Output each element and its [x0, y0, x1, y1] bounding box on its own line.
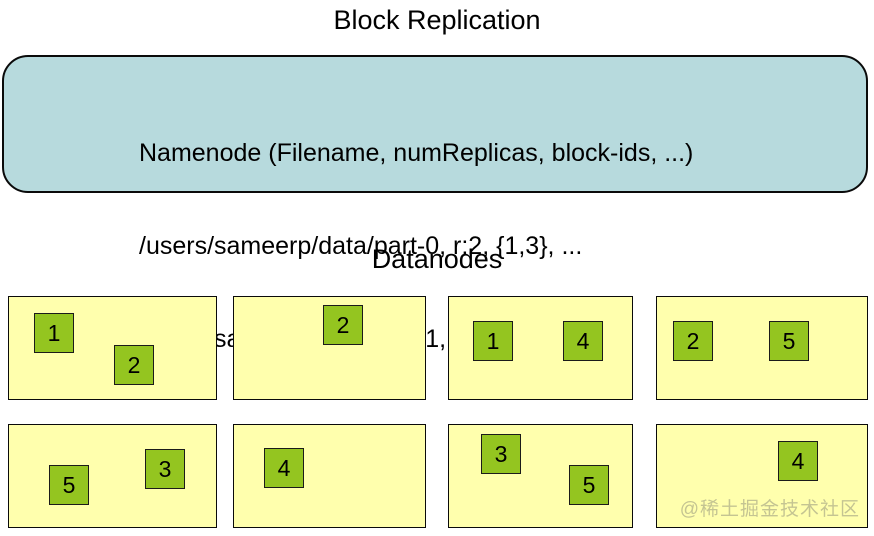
datanode-box-8: 4 [656, 424, 868, 528]
page-title: Block Replication [333, 5, 541, 35]
namenode-line-schema: Namenode (Filename, numReplicas, block-i… [139, 139, 694, 167]
block-1: 1 [34, 313, 74, 353]
namenode-line-part0: /users/sameerp/data/part-0, r:2, {1,3}, … [139, 232, 583, 260]
block-3: 3 [481, 434, 521, 474]
namenode-box: Namenode (Filename, numReplicas, block-i… [2, 55, 868, 353]
block-2: 2 [673, 321, 713, 361]
block-5: 5 [49, 465, 89, 505]
block-3: 3 [145, 449, 185, 489]
block-2: 2 [323, 305, 363, 345]
block-5: 5 [769, 321, 809, 361]
block-2: 2 [114, 345, 154, 385]
block-4: 4 [264, 448, 304, 488]
datanodes-heading: Datanodes [371, 244, 503, 274]
datanode-box-6: 4 [233, 424, 426, 528]
block-4: 4 [563, 321, 603, 361]
watermark: @稀土掘金技术社区 [679, 499, 860, 520]
block-4: 4 [778, 441, 818, 481]
block-1: 1 [473, 321, 513, 361]
block-5: 5 [569, 465, 609, 505]
datanode-box-2: 2 [233, 296, 426, 400]
